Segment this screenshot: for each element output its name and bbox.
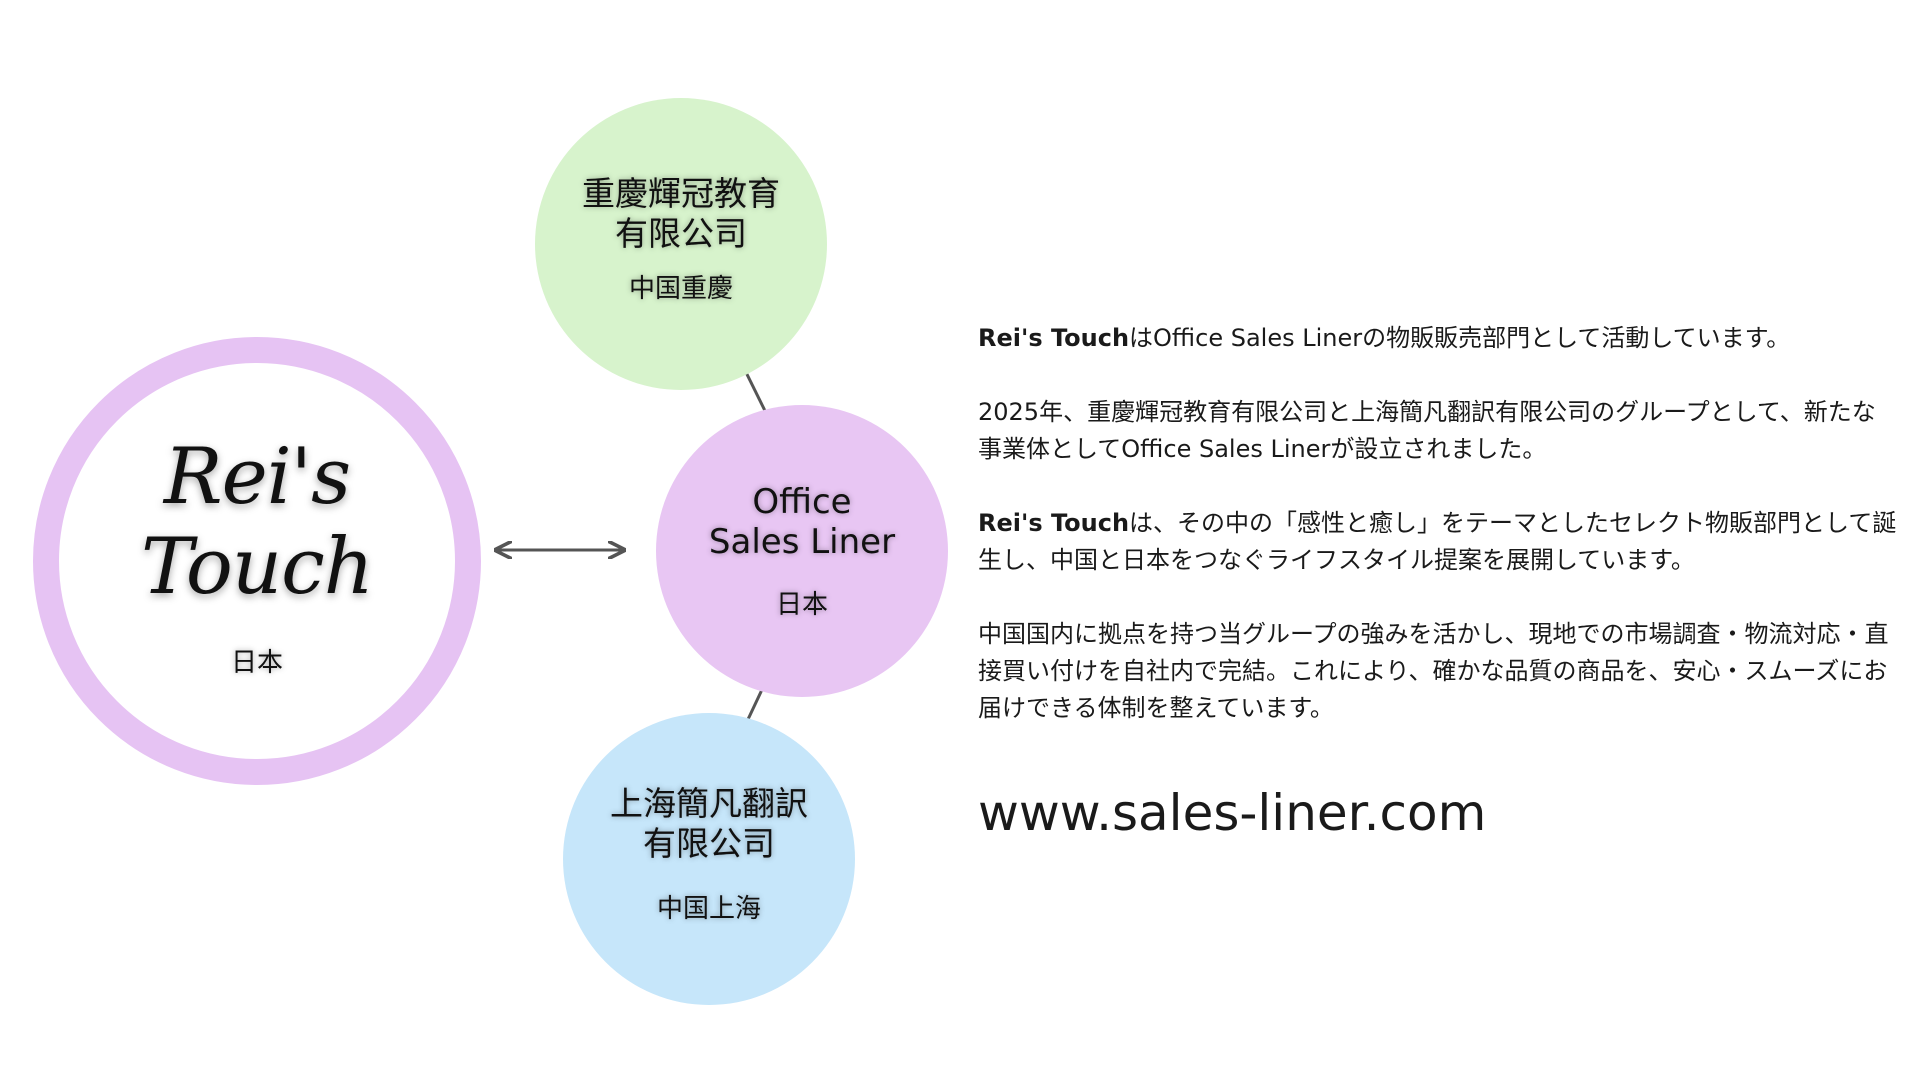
node-chongqing-name: 重慶輝冠教育 有限公司 <box>582 173 780 253</box>
description-paragraph-2: 2025年、重慶輝冠教育有限公司と上海簡凡翻訳有限公司のグループとして、新たな事… <box>978 398 1876 463</box>
node-chongqing-location: 中国重慶 <box>628 273 733 304</box>
node-reis-touch: Rei's Touch 日本 <box>33 337 481 785</box>
node-shanghai-name: 上海簡凡翻訳 有限公司 <box>610 783 808 863</box>
description-p1-text: はOffice Sales Linerの物販販売部門として活動しています。 <box>1129 324 1791 352</box>
node-office-sales-liner: Office Sales Liner 日本 <box>656 405 948 697</box>
description-paragraph-3: Rei's Touchは、その中の「感性と癒し」をテーマとしたセレクト物販部門と… <box>978 505 1898 579</box>
node-office-sales-liner-name: Office Sales Liner <box>708 481 896 562</box>
description-paragraph-1: Rei's TouchはOffice Sales Linerの物販販売部門として… <box>978 320 1898 357</box>
brand-name-bold: Rei's Touch <box>978 509 1130 537</box>
reis-touch-logo: Rei's Touch <box>140 431 374 612</box>
description-p3-text: は、その中の「感性と癒し」をテーマとしたセレクト物販部門として誕生し、中国と日本… <box>978 509 1897 574</box>
description-text: Rei's TouchはOffice Sales Linerの物販販売部門として… <box>978 320 1898 764</box>
node-shanghai-location: 中国上海 <box>656 893 761 924</box>
node-chongqing: 重慶輝冠教育 有限公司 中国重慶 <box>535 98 827 390</box>
node-reis-touch-location: 日本 <box>230 647 283 678</box>
website-url[interactable]: www.sales-liner.com <box>978 784 1487 842</box>
node-shanghai: 上海簡凡翻訳 有限公司 中国上海 <box>563 713 855 1005</box>
description-paragraph-4: 中国国内に拠点を持つ当グループの強みを活かし、現地での市場調査・物流対応・直接買… <box>978 620 1889 722</box>
node-office-sales-liner-location: 日本 <box>775 589 828 620</box>
brand-name-bold: Rei's Touch <box>978 324 1130 352</box>
